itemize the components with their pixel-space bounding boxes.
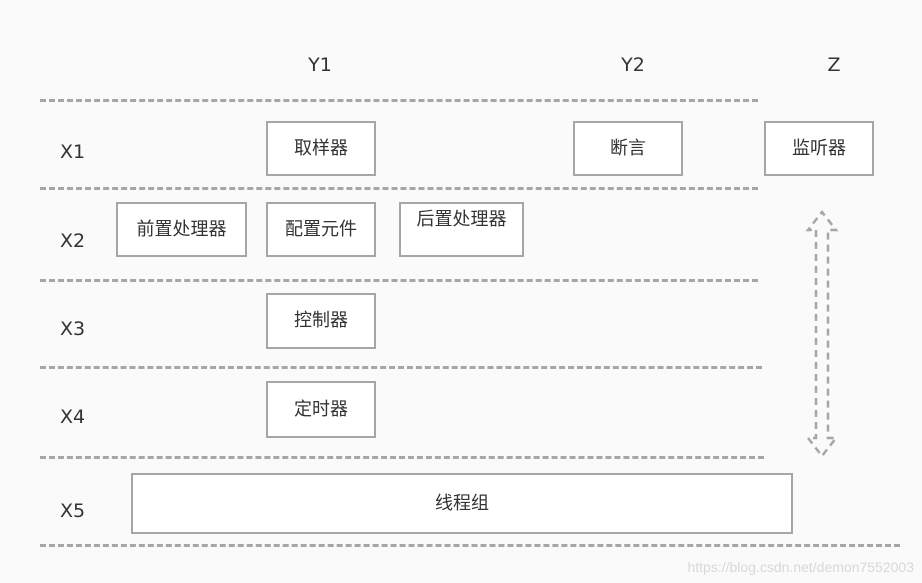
double-headed-dashed-arrow-icon	[805, 209, 839, 459]
row-divider-x4-x5	[40, 456, 764, 459]
thread-group-label: 线程组	[435, 492, 489, 514]
config-element-box: 配置元件	[266, 202, 376, 257]
timer-label: 定时器	[294, 398, 348, 420]
row-divider-x2-x3	[40, 279, 758, 282]
row-label-x4: X4	[60, 406, 86, 428]
thread-group-box: 线程组	[131, 473, 793, 534]
listener-label: 监听器	[792, 137, 846, 159]
timer-box: 定时器	[266, 381, 376, 438]
listener-box: 监听器	[764, 121, 874, 176]
row-label-x3: X3	[60, 318, 86, 340]
assertion-box: 断言	[573, 121, 683, 176]
post-processor-label: 后置处理器	[416, 209, 507, 230]
column-label-y2: Y2	[621, 54, 645, 76]
sampler-label: 取样器	[294, 137, 348, 159]
post-processor-box: 后置处理器	[399, 202, 524, 257]
pre-processor-box: 前置处理器	[116, 202, 247, 257]
row-label-x5: X5	[60, 500, 86, 522]
controller-box: 控制器	[266, 293, 376, 349]
row-divider-x3-x4	[40, 366, 762, 369]
row-label-x2: X2	[60, 230, 86, 252]
sampler-box: 取样器	[266, 121, 376, 176]
assertion-label: 断言	[610, 137, 646, 159]
row-divider-x1-x2	[40, 187, 758, 190]
row-divider-top	[40, 99, 758, 102]
config-element-label: 配置元件	[285, 218, 357, 240]
pre-processor-label: 前置处理器	[136, 218, 227, 240]
row-divider-bottom	[40, 544, 900, 547]
controller-label: 控制器	[294, 310, 348, 331]
column-label-y1: Y1	[308, 54, 332, 76]
row-label-x1: X1	[60, 141, 86, 163]
watermark-text: https://blog.csdn.net/demon7552003	[687, 559, 914, 575]
column-label-z: Z	[827, 54, 841, 76]
